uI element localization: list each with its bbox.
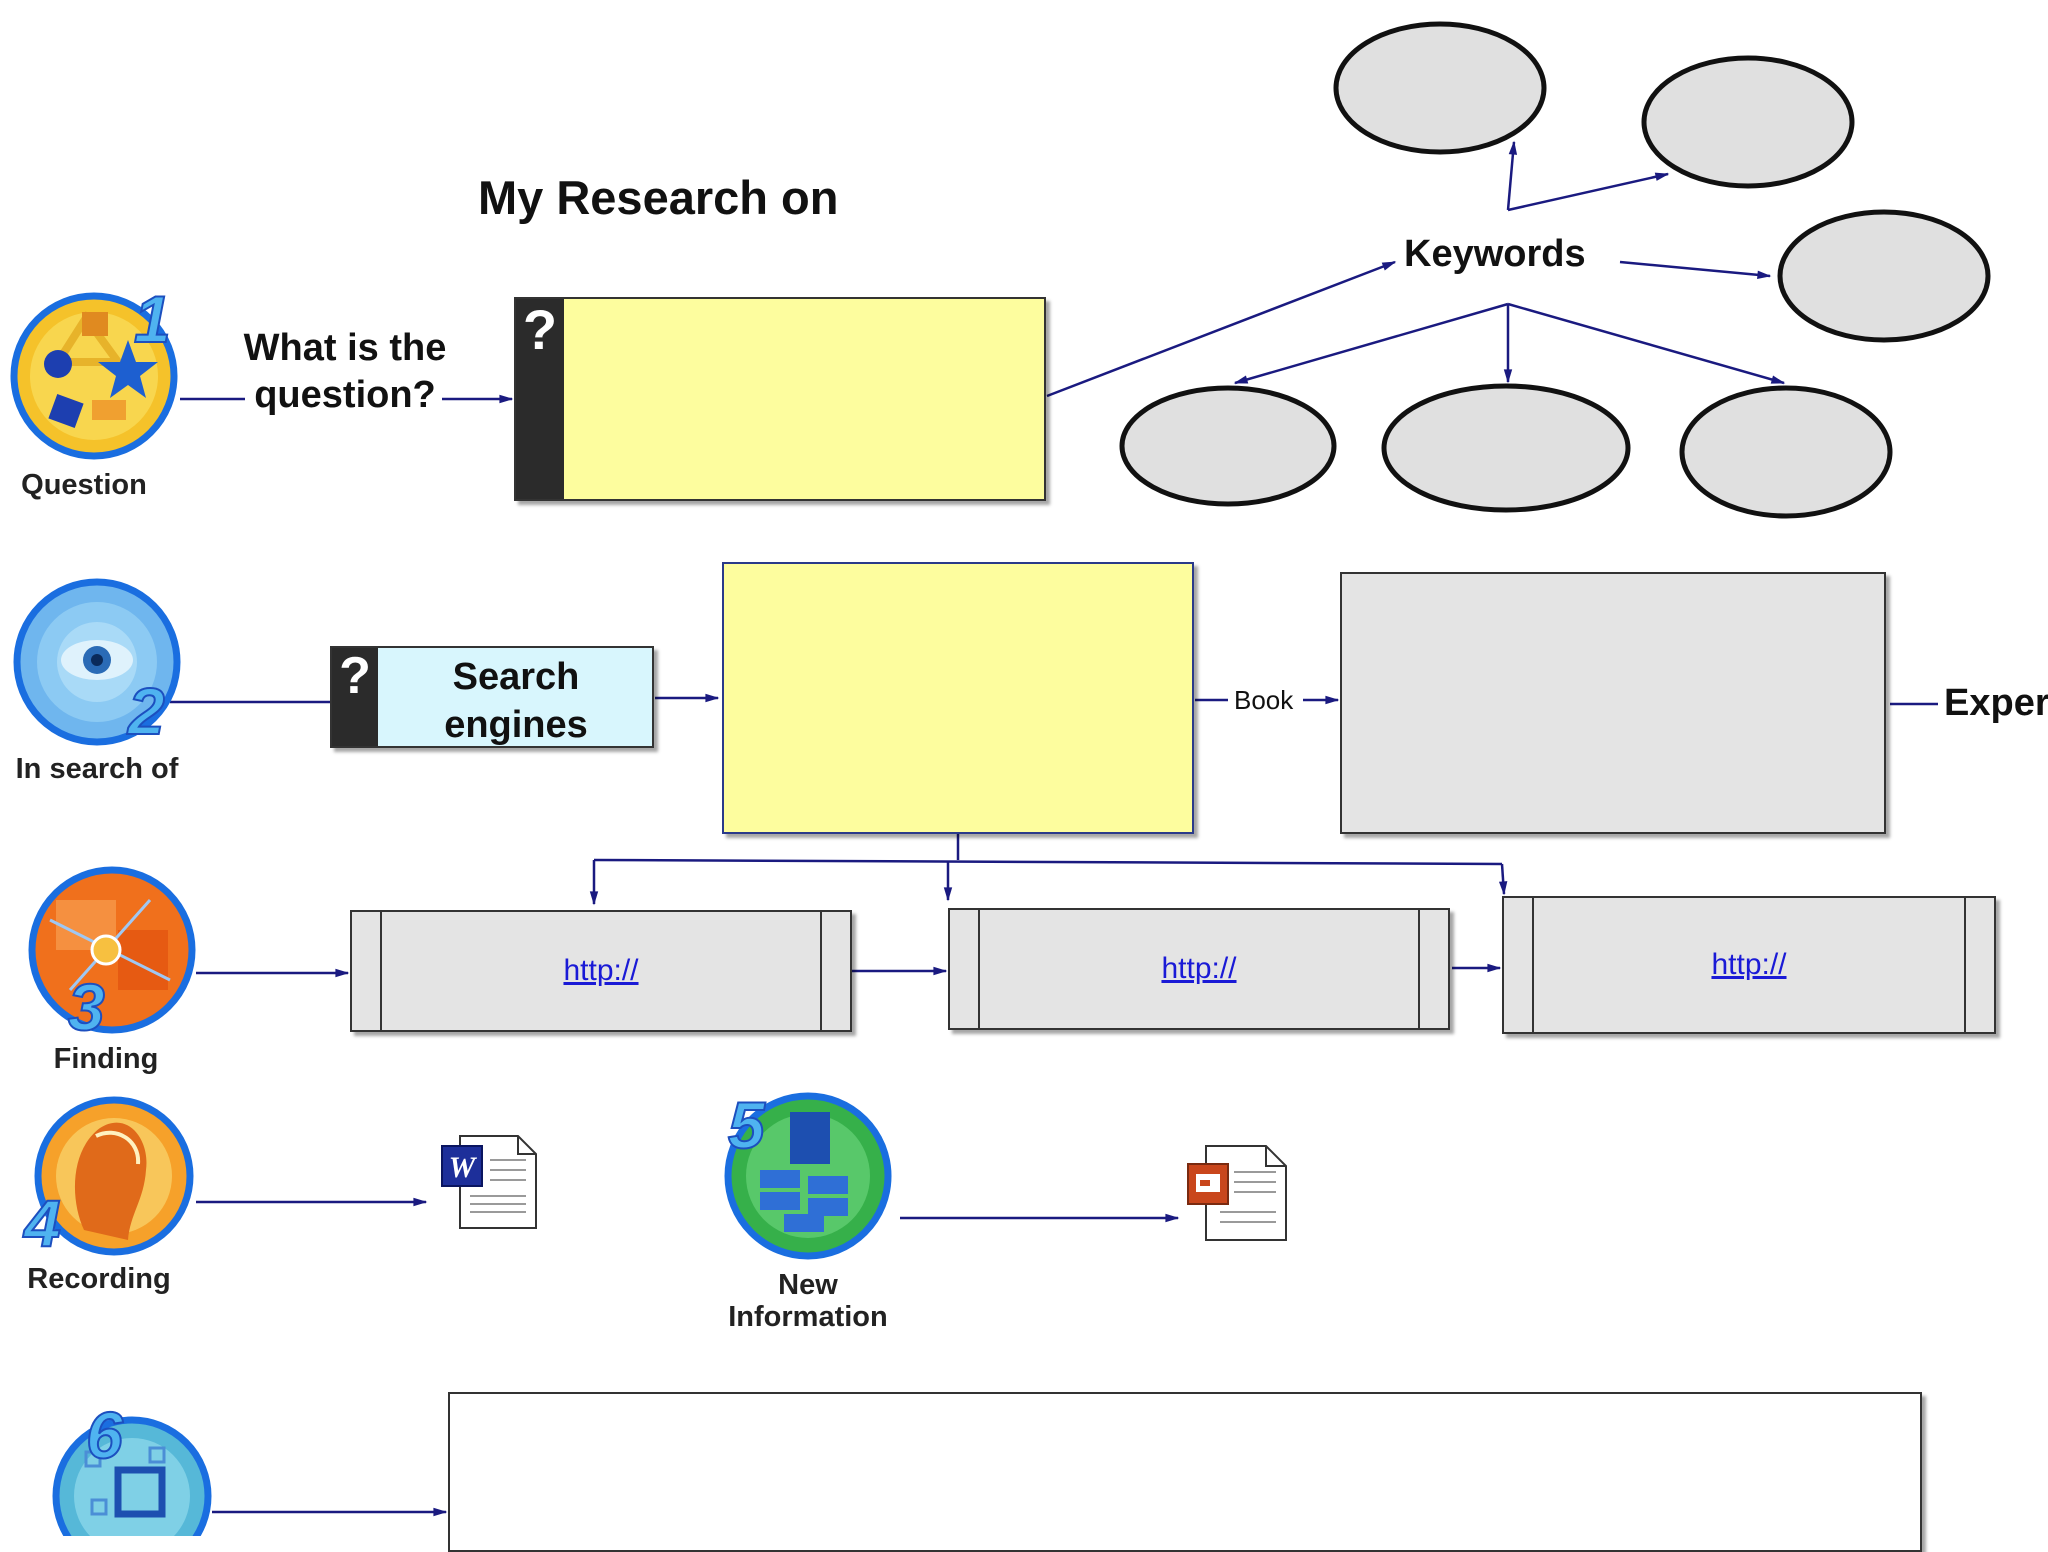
map-target-icon[interactable] <box>28 866 196 1034</box>
powerpoint-document-icon[interactable] <box>1187 1145 1287 1241</box>
step-label-new-information: New Information <box>728 1269 888 1333</box>
link-2[interactable]: http:// <box>1161 952 1237 985</box>
keyword-bubble[interactable] <box>1333 21 1547 155</box>
step-label-question: Question <box>21 469 147 501</box>
step-label-in-search-of: In search of <box>15 753 179 785</box>
server-folder-icon[interactable] <box>724 1092 892 1260</box>
link-3[interactable]: http:// <box>1711 948 1787 981</box>
step-number-3: 3 <box>67 970 106 1044</box>
keyword-bubble[interactable] <box>1641 55 1855 189</box>
book-label: Book <box>1234 685 1294 715</box>
link-box-1[interactable]: http:// <box>350 910 852 1032</box>
keyword-bubble[interactable] <box>1679 385 1893 519</box>
page-title: My Research on <box>478 171 839 224</box>
step-number-5: 5 <box>727 1088 766 1162</box>
link-1[interactable]: http:// <box>563 954 639 987</box>
link-box-inner <box>1532 898 1966 1032</box>
link-box-3[interactable]: http:// <box>1502 896 1996 1034</box>
connector-lines <box>170 140 1938 1517</box>
question-input-box[interactable]: ? <box>514 297 1046 501</box>
step-number-1: 1 <box>133 282 172 356</box>
step-label-finding: Finding <box>53 1043 159 1075</box>
step-number-4: 4 <box>23 1186 62 1260</box>
keyword-bubbles <box>1119 21 1991 519</box>
link-box-inner <box>380 912 822 1030</box>
link-box-inner <box>978 910 1420 1028</box>
head-profile-icon[interactable] <box>34 1096 194 1256</box>
eye-icon[interactable] <box>13 578 181 746</box>
book-box[interactable] <box>1340 572 1886 834</box>
link-box-2[interactable]: http:// <box>948 908 1450 1030</box>
search-engines-box[interactable]: ? Search engines <box>330 646 654 748</box>
step-number-6: 6 <box>85 1398 124 1472</box>
question-mark-bar: ? <box>516 299 564 499</box>
frames-icon[interactable] <box>52 1416 212 1536</box>
question-mark-bar: ? <box>332 648 378 746</box>
keyword-bubble[interactable] <box>1777 209 1991 343</box>
search-results-box[interactable] <box>722 562 1194 834</box>
step-number-2: 2 <box>127 674 166 748</box>
step-label-recording: Recording <box>27 1263 171 1295</box>
keyword-bubble[interactable] <box>1119 385 1337 507</box>
geometric-shapes-icon[interactable] <box>10 292 178 460</box>
search-engines-label: Search engines <box>444 656 588 746</box>
keyword-bubble[interactable] <box>1381 383 1631 513</box>
question-prompt: What is the question? <box>243 327 447 416</box>
svg-text:W: W <box>449 1151 478 1184</box>
expert-label: Exper <box>1944 682 2048 724</box>
keywords-label: Keywords <box>1404 233 1586 275</box>
summary-box[interactable] <box>448 1392 1922 1552</box>
word-document-icon[interactable]: W <box>441 1135 537 1229</box>
